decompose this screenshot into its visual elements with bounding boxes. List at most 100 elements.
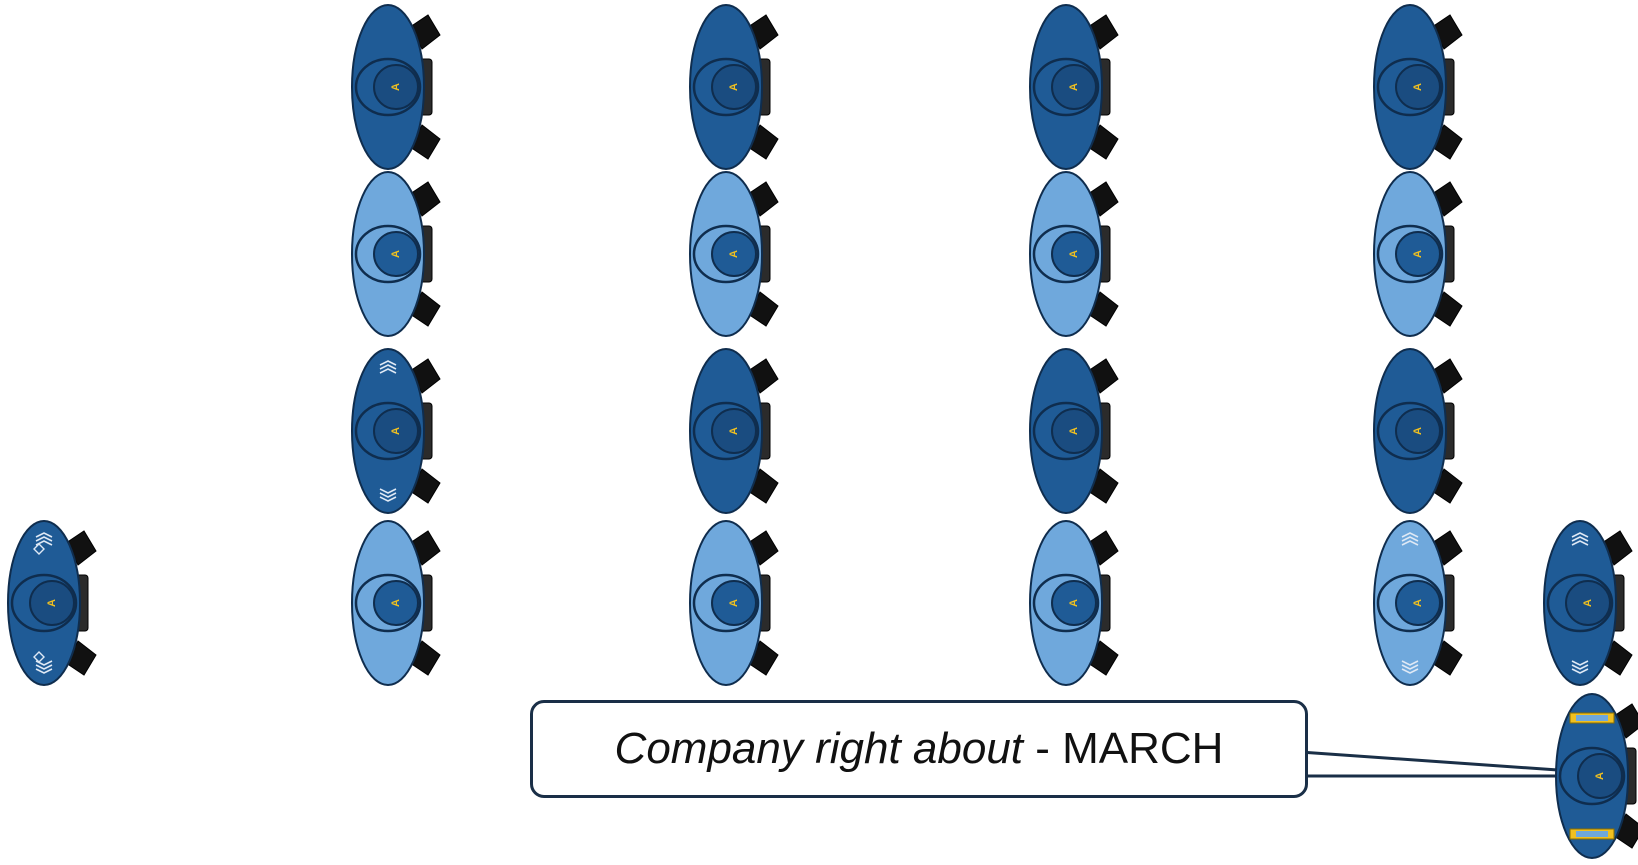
rank-bar-inner	[1576, 715, 1608, 721]
soldier-letter: A	[1582, 599, 1594, 607]
head-icon	[1051, 580, 1097, 626]
rank-chevron-icon	[379, 488, 397, 494]
head-icon	[711, 580, 757, 626]
rank-chevron-icon	[379, 360, 397, 366]
soldier-letter: A	[1068, 427, 1080, 435]
rank-chevron-icon	[35, 664, 53, 670]
rank-chevron-icon	[1401, 540, 1419, 546]
rank-diamond-icon	[33, 651, 45, 663]
helmet-icon	[692, 401, 760, 461]
helmet-icon	[692, 573, 760, 633]
rank-chevron-icon	[1401, 668, 1419, 674]
soldier-figure-col1-rank1: A	[351, 4, 441, 170]
head-icon	[1577, 753, 1623, 799]
helmet-icon	[692, 224, 760, 284]
soldier-figure-col4-rank4: A	[1373, 520, 1463, 686]
rank-chevron-icon	[35, 536, 53, 542]
head-icon	[29, 580, 75, 626]
rank-chevron-icon	[1571, 668, 1589, 674]
callout-pointer-top	[1299, 750, 1559, 772]
helmet-icon	[1376, 573, 1444, 633]
callout-separator: -	[1023, 724, 1063, 773]
soldier-letter: A	[1068, 599, 1080, 607]
rank-chevron-icon	[1401, 532, 1419, 538]
head-icon	[1395, 64, 1441, 110]
soldier-figure-col4-rank1: A	[1373, 4, 1463, 170]
soldier-figure-col2-rank4: A	[689, 520, 779, 686]
rank-chevron-icon	[1401, 664, 1419, 670]
soldier-letter: A	[390, 83, 402, 91]
soldier-letter: A	[390, 599, 402, 607]
rank-chevron-icon	[1401, 536, 1419, 542]
callout-command-text: Company right about	[614, 724, 1024, 773]
rank-chevron-icon	[1571, 664, 1589, 670]
soldier-figure-col1-rank3: A	[351, 348, 441, 514]
helmet-icon	[1032, 57, 1100, 117]
helmet-icon	[354, 224, 422, 284]
soldier-letter: A	[390, 427, 402, 435]
soldier-figure-col2-rank1: A	[689, 4, 779, 170]
soldier-figure-col2-rank3: A	[689, 348, 779, 514]
soldier-letter: A	[728, 427, 740, 435]
head-icon	[1395, 580, 1441, 626]
rank-chevron-icon	[379, 364, 397, 370]
soldier-letter: A	[728, 83, 740, 91]
head-icon	[1051, 231, 1097, 277]
helmet-icon	[1376, 224, 1444, 284]
soldier-letter: A	[728, 250, 740, 258]
rank-chevron-icon	[1401, 660, 1419, 666]
head-icon	[1395, 408, 1441, 454]
soldier-letter: A	[1412, 427, 1424, 435]
head-icon	[1051, 408, 1097, 454]
soldier-figure-col2-rank2: A	[689, 171, 779, 337]
rank-bar-inner	[1576, 831, 1608, 837]
rank-chevron-icon	[1571, 532, 1589, 538]
soldier-figure-col4-rank3: A	[1373, 348, 1463, 514]
head-icon	[373, 231, 419, 277]
soldier-figure-company-commander: A	[1555, 693, 1638, 859]
soldier-letter: A	[728, 599, 740, 607]
rank-chevron-icon	[379, 368, 397, 374]
soldier-figure-guide-right: A	[1543, 520, 1633, 686]
helmet-icon	[354, 57, 422, 117]
soldier-figure-col3-rank3: A	[1029, 348, 1119, 514]
soldier-letter: A	[390, 250, 402, 258]
head-icon	[1395, 231, 1441, 277]
helmet-icon	[1032, 224, 1100, 284]
helmet-icon	[354, 401, 422, 461]
head-icon	[373, 64, 419, 110]
helmet-icon	[692, 57, 760, 117]
head-icon	[1565, 580, 1611, 626]
helmet-icon	[1546, 573, 1614, 633]
soldier-letter: A	[1412, 599, 1424, 607]
rank-chevron-icon	[379, 492, 397, 498]
soldier-figure-col3-rank1: A	[1029, 4, 1119, 170]
soldier-figure-col3-rank4: A	[1029, 520, 1119, 686]
helmet-icon	[1032, 573, 1100, 633]
soldier-letter: A	[1068, 83, 1080, 91]
head-icon	[373, 580, 419, 626]
helmet-icon	[10, 573, 78, 633]
soldier-figure-col4-rank2: A	[1373, 171, 1463, 337]
callout-month: MARCH	[1062, 724, 1224, 773]
soldier-letter: A	[46, 599, 58, 607]
head-icon	[711, 231, 757, 277]
soldier-letter: A	[1412, 83, 1424, 91]
head-icon	[373, 408, 419, 454]
helmet-icon	[354, 573, 422, 633]
rank-diamond-icon	[33, 543, 45, 555]
head-icon	[711, 408, 757, 454]
helmet-icon	[1376, 57, 1444, 117]
callout-box: Company right about - MARCH	[530, 700, 1308, 798]
head-icon	[711, 64, 757, 110]
helmet-icon	[1558, 746, 1626, 806]
soldier-letter: A	[1594, 772, 1606, 780]
rank-chevron-icon	[1571, 660, 1589, 666]
rank-chevron-icon	[35, 532, 53, 538]
soldier-figure-col1-rank2: A	[351, 171, 441, 337]
rank-chevron-icon	[1571, 536, 1589, 542]
head-icon	[1051, 64, 1097, 110]
soldier-figure-col1-rank4: A	[351, 520, 441, 686]
